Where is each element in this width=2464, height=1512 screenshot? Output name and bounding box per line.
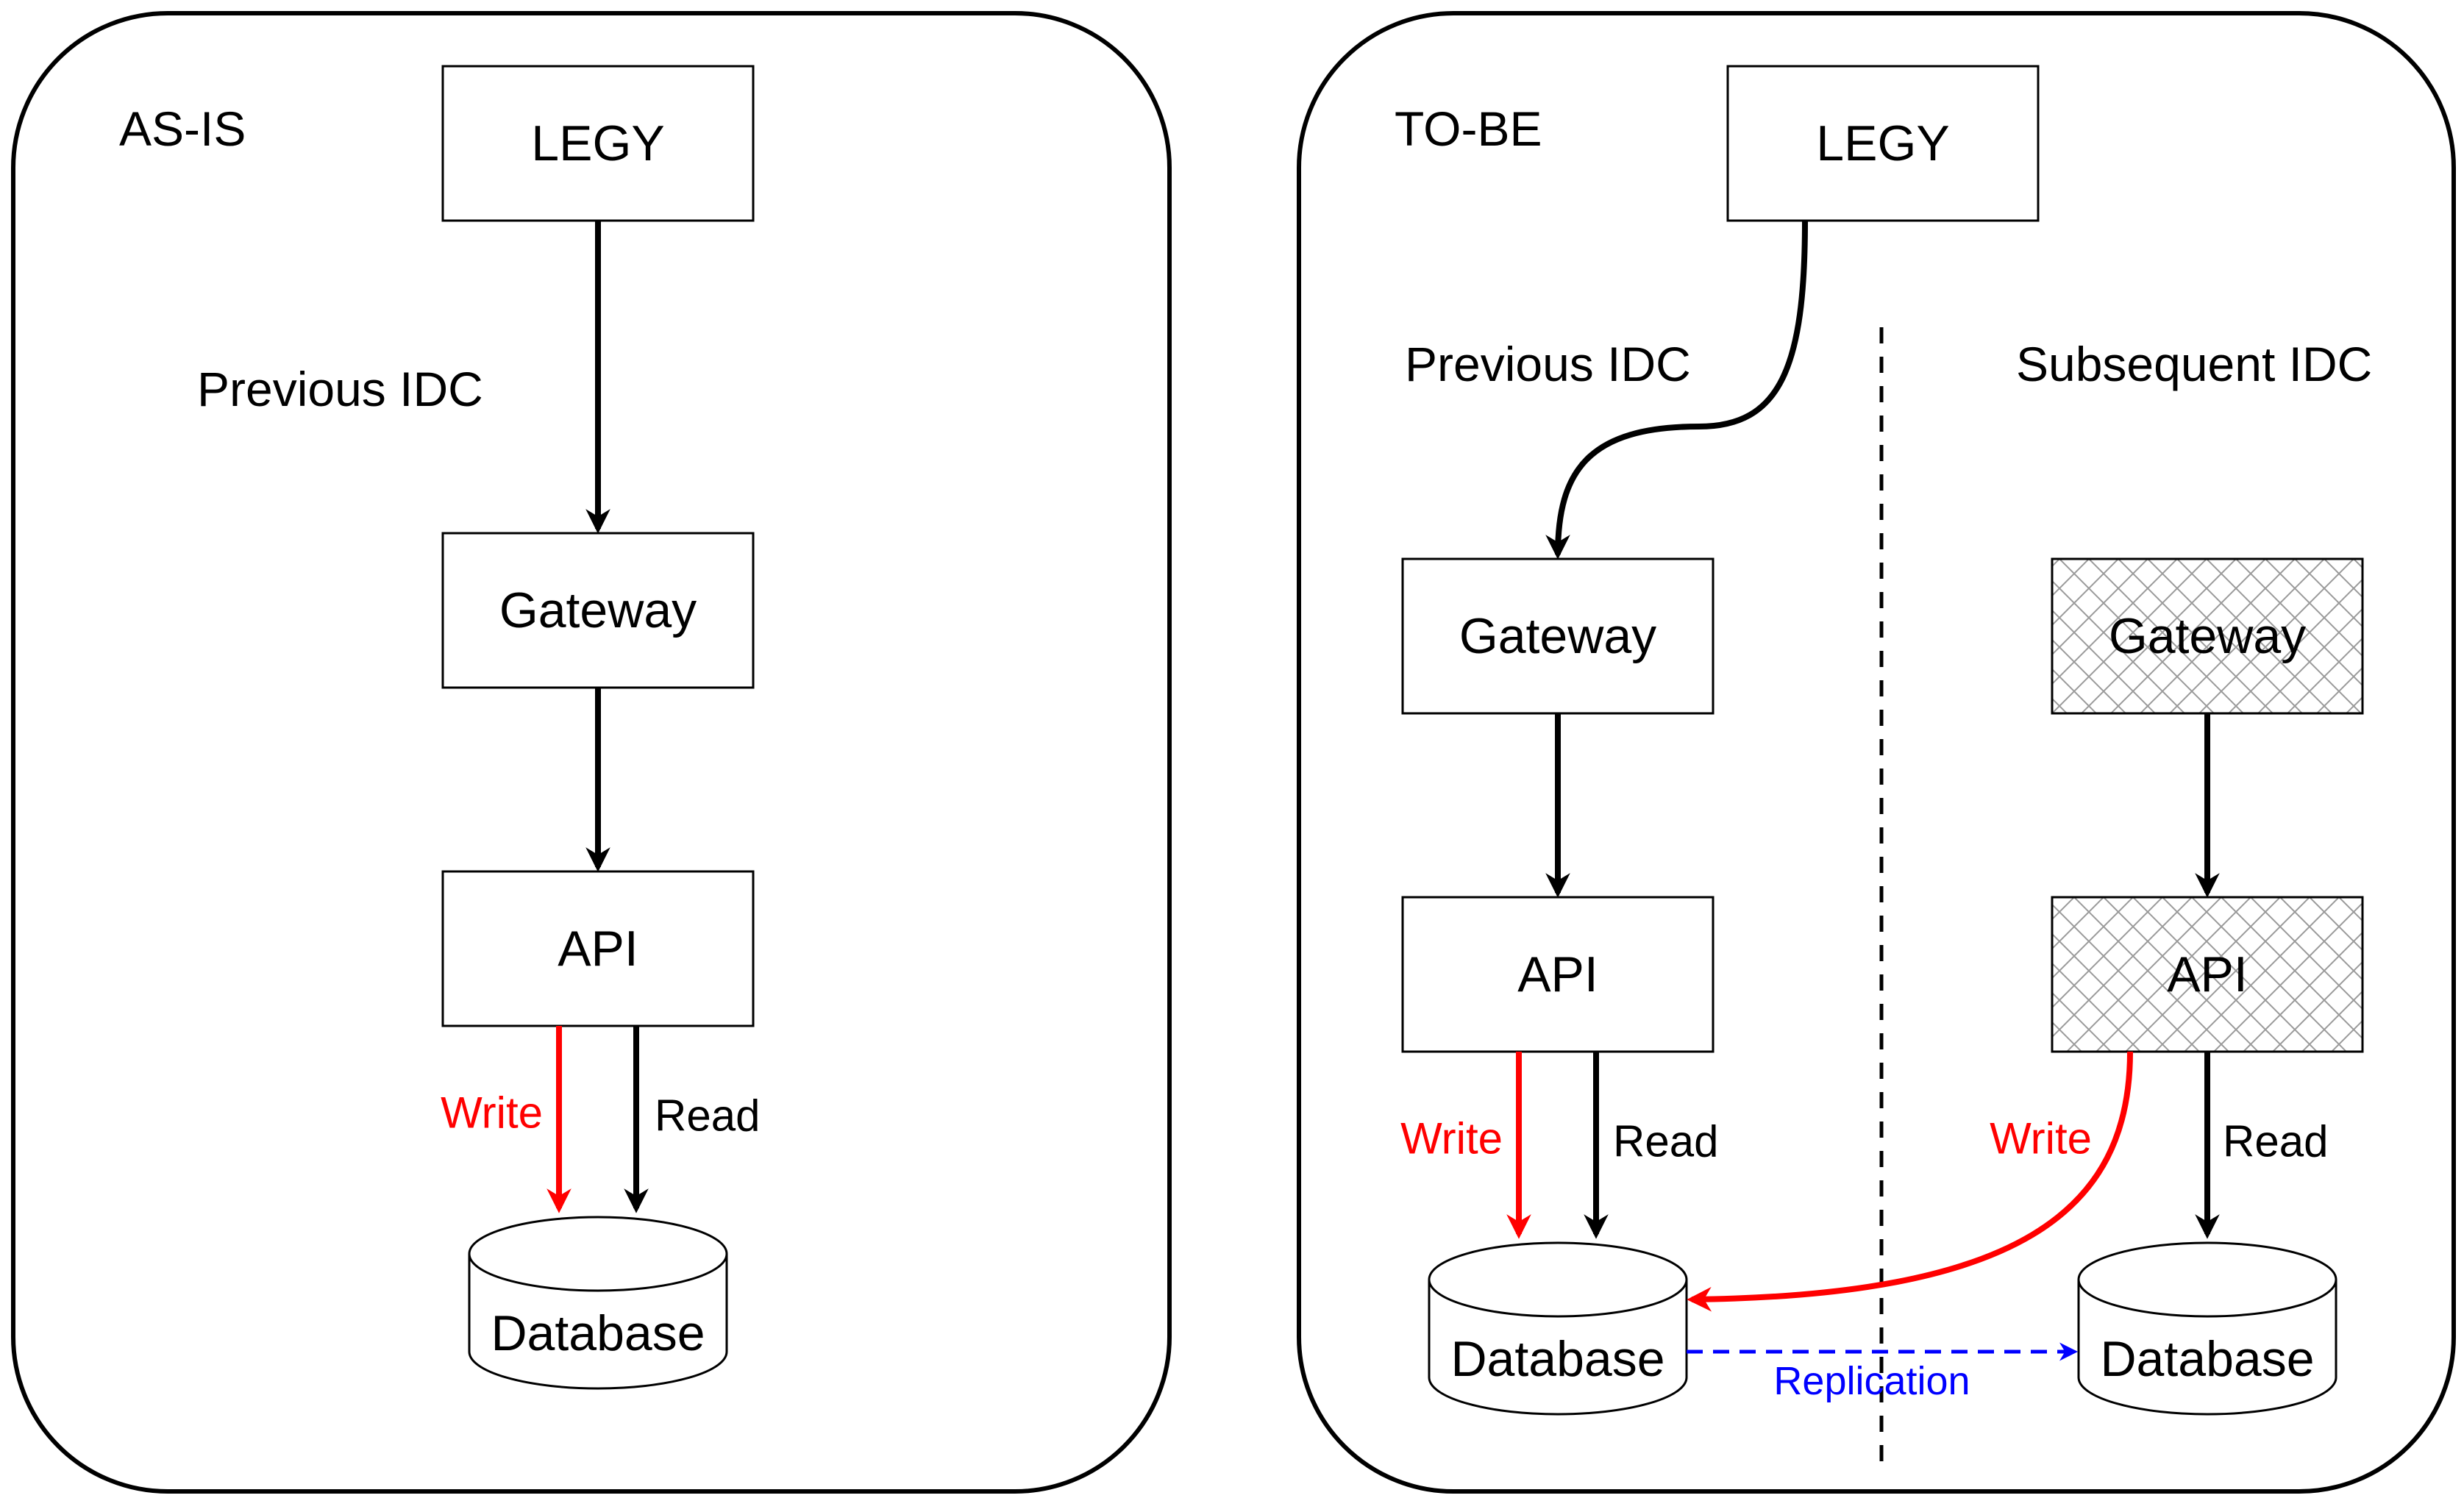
as-is-write-label: Write xyxy=(441,1088,543,1138)
to-be-container xyxy=(1297,11,2456,1494)
to-be-subsequent-read-label: Read xyxy=(2223,1117,2328,1166)
as-is-api-label: API xyxy=(558,921,638,977)
to-be-previous-idc-label: Previous IDC xyxy=(1405,337,1691,391)
to-be-subsequent-write-label: Write xyxy=(1990,1114,2092,1163)
to-be-previous-write-label: Write xyxy=(1400,1114,1503,1163)
as-is-idc-label: Previous IDC xyxy=(197,362,483,416)
as-is-api-box xyxy=(441,870,755,1027)
to-be-legy-to-gateway-arrow xyxy=(1545,220,1808,560)
to-be-subsequent-idc-label: Subsequent IDC xyxy=(2016,337,2372,391)
to-be-subsequent-gateway-label: Gateway xyxy=(2109,608,2306,664)
to-be-subsequent-gateway-box xyxy=(2051,557,2364,715)
to-be-subsequent-database-label: Database xyxy=(2100,1331,2314,1387)
as-is-database xyxy=(468,1216,728,1390)
to-be-previous-read-label: Read xyxy=(1613,1117,1718,1166)
to-be-previous-database-label: Database xyxy=(1450,1331,1664,1387)
as-is-read-label: Read xyxy=(655,1091,760,1141)
to-be-subsequent-database xyxy=(2077,1241,2337,1416)
to-be-panel: TO-BE Previous IDC Subsequent IDC LEGY G… xyxy=(1297,11,2456,1494)
as-is-panel: AS-IS Previous IDC LEGY Gateway API Data… xyxy=(11,11,1172,1494)
to-be-subsequent-api-label: API xyxy=(2167,946,2248,1002)
to-be-subsequent-api-box xyxy=(2051,896,2364,1053)
as-is-container xyxy=(11,11,1172,1494)
to-be-previous-database xyxy=(1428,1241,1688,1416)
as-is-legy-label: LEGY xyxy=(531,115,664,171)
to-be-title: TO-BE xyxy=(1395,101,1542,156)
to-be-previous-gateway-box xyxy=(1401,557,1715,715)
to-be-legy-label: LEGY xyxy=(1816,115,1949,171)
as-is-gateway-label: Gateway xyxy=(499,582,697,638)
as-is-database-label: Database xyxy=(491,1305,705,1361)
to-be-legy-box xyxy=(1726,65,2040,222)
to-be-subsequent-write-arrow xyxy=(1687,1051,2133,1312)
to-be-previous-gateway-label: Gateway xyxy=(1459,608,1656,664)
as-is-legy-box xyxy=(441,65,755,222)
to-be-previous-api-label: API xyxy=(1517,946,1598,1002)
as-is-title: AS-IS xyxy=(119,101,246,156)
replication-label: Replication xyxy=(1773,1359,1970,1403)
